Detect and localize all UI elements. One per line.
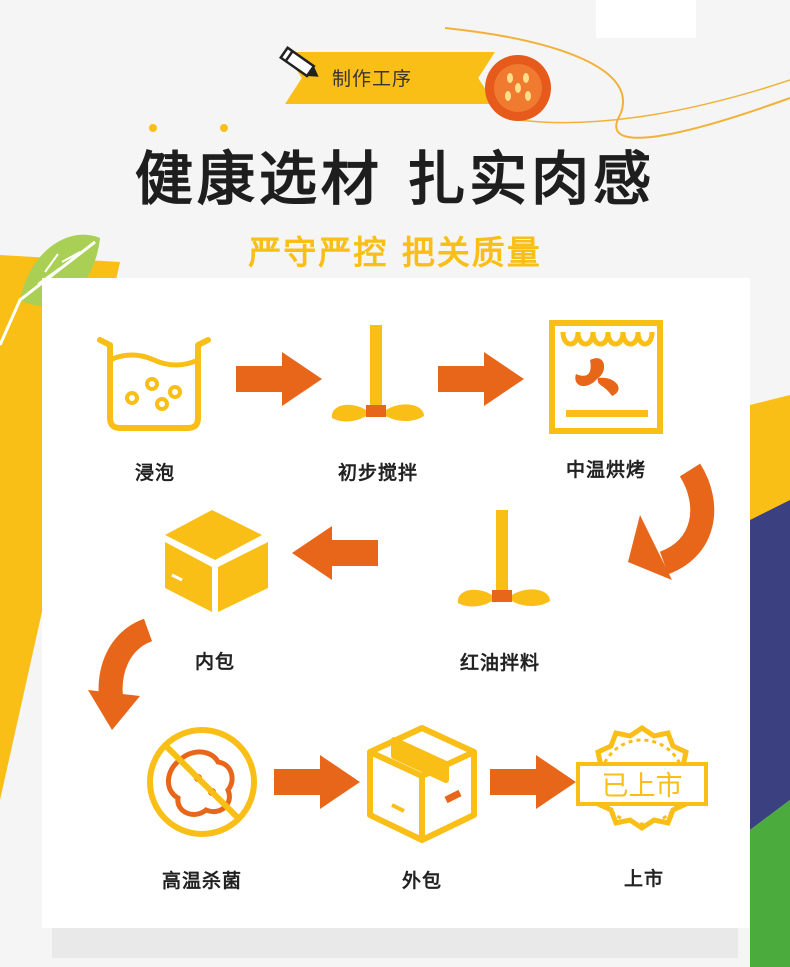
corner-white-block [596, 0, 696, 38]
launch-stamp-icon: 已上市 [576, 724, 708, 832]
step-label-sterilize: 高温杀菌 [161, 870, 242, 892]
step-label-inner-pack: 内包 [194, 651, 235, 673]
pencil-icon [279, 46, 319, 78]
arrow-right-icon [274, 755, 360, 809]
process-tag-label: 制作工序 [332, 68, 413, 90]
decor-dot [220, 124, 228, 132]
soaking-pot-icon [97, 337, 211, 431]
mixer-icon [331, 325, 424, 422]
step-label-soak: 浸泡 [134, 462, 175, 484]
package-icon [367, 725, 477, 843]
arrow-right-icon [490, 755, 576, 809]
box-icon [165, 510, 268, 612]
process-tag-banner [285, 52, 495, 104]
arrow-right-icon [438, 352, 524, 406]
leaf-icon [0, 234, 100, 346]
sterilize-icon [147, 727, 257, 837]
subheadline: 严守严控 把关质量 [248, 233, 542, 272]
mixer-icon [457, 510, 550, 607]
step-label-outer-pack: 外包 [401, 870, 442, 892]
step-label-initial-mix: 初步搅拌 [337, 462, 418, 484]
decor-curve [519, 79, 790, 124]
right-navy-band [750, 500, 790, 830]
oven-icon [549, 320, 663, 434]
tomato-slice-icon [485, 55, 551, 121]
step-label-bake: 中温烘烤 [565, 459, 646, 481]
card-shadow [52, 928, 738, 958]
step-label-red-oil-mix: 红油拌料 [459, 652, 540, 674]
decor-curve [444, 27, 790, 139]
right-yellow-band [750, 395, 790, 525]
arrow-right-icon [236, 352, 322, 406]
curved-arrow-icon [628, 463, 715, 580]
stamp-text: 已上市 [602, 771, 683, 802]
decor-dot [149, 124, 157, 132]
step-label-launch: 上市 [623, 868, 664, 890]
right-green-band [750, 800, 790, 967]
curved-arrow-icon [88, 618, 153, 730]
headline: 健康选材 扎实肉感 [134, 145, 656, 213]
arrow-left-icon [292, 526, 378, 580]
